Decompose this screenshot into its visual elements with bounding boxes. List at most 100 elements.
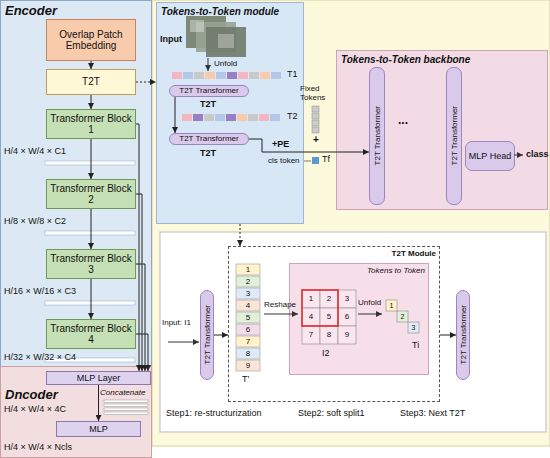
- module-label: T2T: [200, 99, 216, 109]
- operation-label: Unfold: [358, 298, 381, 307]
- mlp-layer-box: MLP Layer: [46, 371, 151, 385]
- encoder-panel: EncoderOverlap Patch EmbeddingT2T Transfo…: [0, 0, 152, 368]
- token-block: [236, 276, 260, 287]
- input-arrow: [168, 342, 199, 343]
- node-text: T2T Transformer: [450, 106, 459, 165]
- transformer-block: Transformer Block 3: [46, 249, 136, 279]
- token-block: [236, 348, 260, 359]
- dimension-label: H/16 × W/16 × C3: [4, 286, 76, 296]
- token-block: [236, 264, 260, 275]
- transformer-block: Transformer Block 4: [46, 319, 136, 349]
- output-label: class: [526, 149, 549, 159]
- token: [312, 113, 319, 119]
- token: [312, 120, 319, 126]
- flow-arrow: [214, 335, 228, 336]
- node-text: MLP Layer: [75, 373, 122, 383]
- token-label: Ti: [412, 340, 419, 350]
- t-prime-column: [236, 264, 260, 371]
- node-text: Overlap Patch Embedding: [47, 29, 135, 52]
- backbone-panel: Tokens-to-Token backboneT2T Transformer T…: [336, 50, 548, 210]
- panel-title: Encoder: [5, 3, 57, 18]
- token-grid: [302, 290, 356, 344]
- node-text: MLP: [87, 424, 110, 434]
- panel-title: Tokens-to-Token module: [161, 6, 279, 17]
- transformer-pill: T2T Transformer: [369, 67, 385, 205]
- dimension-label: H/4 × W/4 × 4C: [4, 404, 66, 414]
- operation-label: Concatenate: [100, 388, 145, 397]
- token-block: [236, 336, 260, 347]
- callout-number: 7: [236, 336, 260, 347]
- callout-number: 2: [397, 311, 408, 322]
- node-text: T2T Transformer: [373, 106, 382, 165]
- mlp-box: MLP: [56, 421, 141, 437]
- callout-number: 8: [236, 348, 260, 359]
- token: [312, 106, 319, 112]
- callout-number: 4: [236, 300, 260, 311]
- dimension-label: H/4 × W/4 × Ncls: [4, 442, 72, 452]
- step-label: Step1: re-structurization: [166, 408, 262, 418]
- node-text: T2T: [80, 76, 102, 88]
- operation-label: Unfold: [214, 59, 237, 68]
- callout-number: 2: [320, 290, 338, 308]
- leader-line: [304, 161, 311, 162]
- flow-arrow: [440, 335, 456, 336]
- input-label: Input: [160, 34, 182, 44]
- node-text: Transformer Block 1: [47, 113, 135, 136]
- token-label: cls token: [268, 156, 300, 165]
- detail-pointer: [240, 224, 241, 246]
- callout-number: 4: [302, 308, 320, 326]
- node-text: Transformer Block 2: [47, 183, 135, 206]
- detail-panel: [160, 232, 546, 432]
- token-label: T1: [287, 69, 298, 79]
- callout-number: 1: [302, 290, 320, 308]
- callout-number: 8: [320, 326, 338, 344]
- callout-number: 1: [386, 300, 397, 311]
- step-label: Step2: soft split1: [298, 408, 365, 418]
- panel-title: Tokens-to-Token backbone: [341, 54, 470, 65]
- node-text: T2T Transformer: [203, 305, 212, 364]
- callout-number: 6: [338, 308, 356, 326]
- edge-label: +PE: [272, 139, 289, 149]
- token-block: [236, 288, 260, 299]
- transformer-pill: T2T Transformer: [169, 85, 249, 97]
- cls-token-square: [312, 157, 319, 164]
- t2t-box: T2T: [46, 69, 136, 95]
- token-block: [236, 360, 260, 371]
- callout-number: 3: [408, 322, 419, 333]
- operation-label: Reshape: [264, 300, 296, 309]
- plus-sign: +: [313, 134, 319, 146]
- step-label: Step3: Next T2T: [400, 408, 465, 418]
- node-text: T2T Transformer: [459, 305, 468, 364]
- transformer-pill: T2T Transformer: [200, 290, 214, 380]
- input-label: Input: I1: [162, 318, 198, 327]
- panel-title: Tokens to Token: [367, 266, 425, 275]
- token-label: I2: [322, 348, 330, 358]
- transformer-block: Transformer Block 2: [46, 179, 136, 209]
- callout-number: 3: [338, 290, 356, 308]
- token-label: T': [242, 374, 249, 384]
- callout-number: 9: [338, 326, 356, 344]
- token-label: Fixed Tokens: [300, 84, 334, 102]
- token-block: [236, 300, 260, 311]
- yellow-region: [152, 0, 550, 446]
- token-block: [236, 324, 260, 335]
- node-text: Transformer Block 4: [47, 323, 135, 346]
- callout-number: 5: [236, 312, 260, 323]
- node-text: T2T Transformer: [177, 86, 240, 95]
- callout-number: 5: [320, 308, 338, 326]
- transformer-pill: T2T Transformer: [456, 290, 470, 380]
- transformer-pill: T2T Transformer: [169, 133, 249, 145]
- transformer-pill: T2T Transformer: [446, 67, 462, 205]
- callout-number: 2: [236, 276, 260, 287]
- callout-number: 3: [236, 288, 260, 299]
- mlp-head-box: MLP Head: [465, 141, 515, 171]
- panel-title: Dncoder: [5, 387, 58, 402]
- feature-bars: [45, 161, 135, 362]
- module-label: T2T: [200, 148, 216, 158]
- token: [312, 127, 319, 133]
- dimension-label: H/32 × W/32 × C4: [4, 352, 76, 362]
- fixed-tokens: [312, 106, 319, 133]
- token-label: T2: [287, 111, 298, 121]
- ellipsis: ...: [398, 114, 408, 128]
